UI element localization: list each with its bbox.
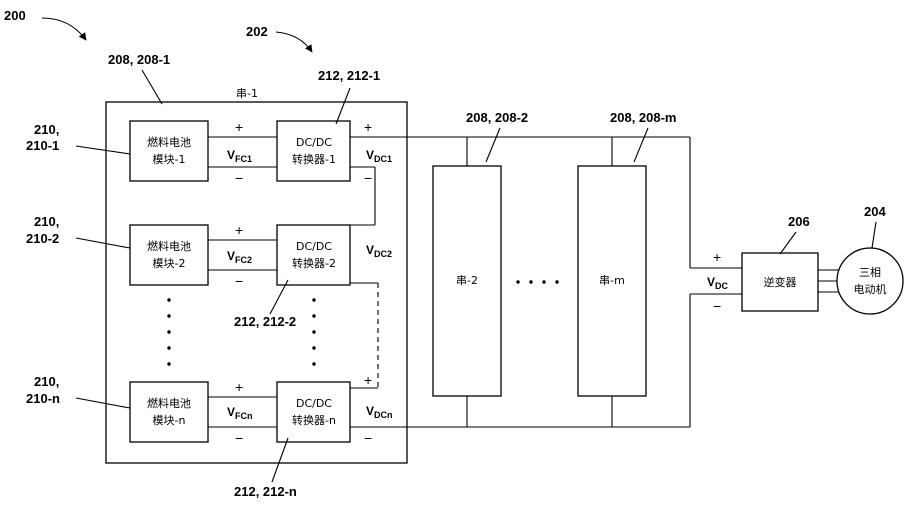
fc2-line1: 燃料电池 <box>147 239 191 253</box>
ellipsis-strings <box>516 280 558 283</box>
conv2-line1: DC/DC <box>296 240 332 253</box>
fuel-cell-module-2 <box>130 225 208 285</box>
ref-208-2: 208, 208-2 <box>466 110 528 125</box>
inverter-label: 逆变器 <box>764 275 797 289</box>
conv1-line1: DC/DC <box>296 136 332 149</box>
dc-dc-converter-1 <box>277 121 350 181</box>
fc1-minus: − <box>235 170 243 186</box>
fcn-plus: + <box>235 379 243 395</box>
ref-212-1: 212, 212-1 <box>318 68 380 83</box>
ref-210-n-a: 210, <box>34 374 59 389</box>
fc1-plus: + <box>235 119 243 135</box>
motor-line2: 电动机 <box>854 282 887 296</box>
fc2-line2: 模块-2 <box>153 257 186 270</box>
fcn-minus: − <box>235 430 243 446</box>
fuel-cell-module-1 <box>130 121 208 181</box>
fc1-line1: 燃料电池 <box>147 135 191 149</box>
dcn-minus: − <box>364 430 372 446</box>
fc1-line2: 模块-1 <box>153 153 186 166</box>
fcn-line1: 燃料电池 <box>147 396 191 410</box>
string-1-title: 串-1 <box>236 87 258 100</box>
string-m-label: 串-m <box>599 274 625 287</box>
dc1-plus: + <box>364 119 372 135</box>
ref-212-n: 212, 212-n <box>234 484 297 499</box>
vdc-plus: + <box>713 249 721 265</box>
ref-212-2: 212, 212-2 <box>234 314 296 329</box>
string-2-label: 串-2 <box>456 274 478 287</box>
fuel-cell-module-n <box>130 382 208 442</box>
leader-204 <box>872 222 876 248</box>
dc1-minus: − <box>364 170 372 186</box>
v-dc-label: VDC <box>707 275 729 291</box>
conv1-line2: 转换器-1 <box>292 152 336 166</box>
ref-206: 206 <box>788 214 810 229</box>
dc-dc-converter-n <box>277 382 350 442</box>
ref-202: 202 <box>246 24 268 39</box>
three-phase-motor <box>837 248 903 314</box>
fc2-minus: − <box>235 273 243 289</box>
ref-210-n-b: 210-n <box>26 391 60 406</box>
leader-208-1 <box>142 70 162 104</box>
vdc-minus: − <box>713 298 721 314</box>
ref-208-m: 208, 208-m <box>610 110 677 125</box>
conv2-line2: 转换器-2 <box>292 256 336 270</box>
fcn-line2: 模块-n <box>153 414 186 427</box>
arrow-200 <box>42 18 86 40</box>
convn-line1: DC/DC <box>296 397 332 410</box>
ref-210-2-b: 210-2 <box>26 231 59 246</box>
ref-208-1: 208, 208-1 <box>108 52 170 67</box>
ref-204: 204 <box>864 204 886 219</box>
dc-dc-converter-2 <box>277 225 350 285</box>
convn-line2: 转换器-n <box>292 413 336 427</box>
dcn-plus: + <box>364 372 372 388</box>
ref-210-2-a: 210, <box>34 214 59 229</box>
leader-206 <box>780 232 796 254</box>
arrow-202 <box>276 32 312 52</box>
ref-210-1-a: 210, <box>34 122 59 137</box>
fc2-plus: + <box>235 222 243 238</box>
leader-208-2 <box>486 128 500 162</box>
ref-200: 200 <box>4 8 26 23</box>
leader-208-m <box>634 128 648 162</box>
ref-210-1-b: 210-1 <box>26 138 59 153</box>
motor-line1: 三相 <box>859 266 881 279</box>
